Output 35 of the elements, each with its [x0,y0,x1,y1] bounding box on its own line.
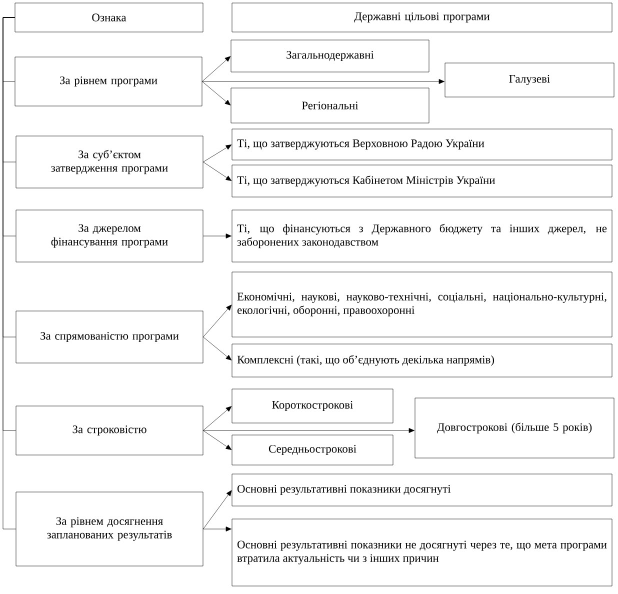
arrow [203,430,232,450]
program-type-box: Загальнодержавні [230,40,430,72]
program-type-box: Державні цільові програми [232,2,612,32]
category-box: За строковістю [16,406,204,456]
program-type-box: Ті, що затверджуються Кабінетом Міністрів України [232,164,612,198]
arrow [203,144,232,162]
arrow [202,81,231,106]
program-type-box: Ті, що затверджуються Верховною Радою України [232,128,612,160]
program-type-box: Основні результативні показники не досягнуті через те, що мета програми втратила актуальність чи з інших причин [232,518,612,586]
category-box: За рівнем досягнення запланованих результатів [16,492,204,566]
program-type-box: Короткострокові [232,388,394,424]
category-box: За суб’єктом затвердження програми [16,136,204,188]
program-type-box: Ті, що фінансуються з Державного бюджету та інших джерел, не заборонених законодавством [232,210,612,262]
category-box: Ознака [14,2,204,32]
program-type-box: Основні результативні показники досягнуті [232,474,612,506]
arrow [203,336,232,360]
arrow [203,406,232,431]
arrow [202,79,444,84]
arrow [203,526,232,532]
arrow [203,428,414,433]
arrow [203,490,232,530]
arrow [203,162,232,181]
program-type-box: Економічні, наукові, науково-технічні, соціальні, національно-культурні, екологічні, оборонні, правоохоронні [232,272,612,338]
category-box: За джерелом фінансування програми [16,210,204,262]
program-type-box: Галузеві [444,62,614,98]
program-type-box: Регіональні [230,88,430,124]
category-box: За рівнем програми [14,56,202,106]
arrow [203,234,232,238]
category-box: За спрямованістю програми [16,310,204,364]
arrow [202,56,231,82]
bracket-line [2,17,16,530]
program-type-box: Довгострокові (більше 5 років) [414,398,614,458]
arrow [203,304,232,338]
program-type-box: Комплексні (такі, що об’єднують декілька напрямів) [232,344,612,378]
program-type-box: Середньострокові [232,434,394,466]
